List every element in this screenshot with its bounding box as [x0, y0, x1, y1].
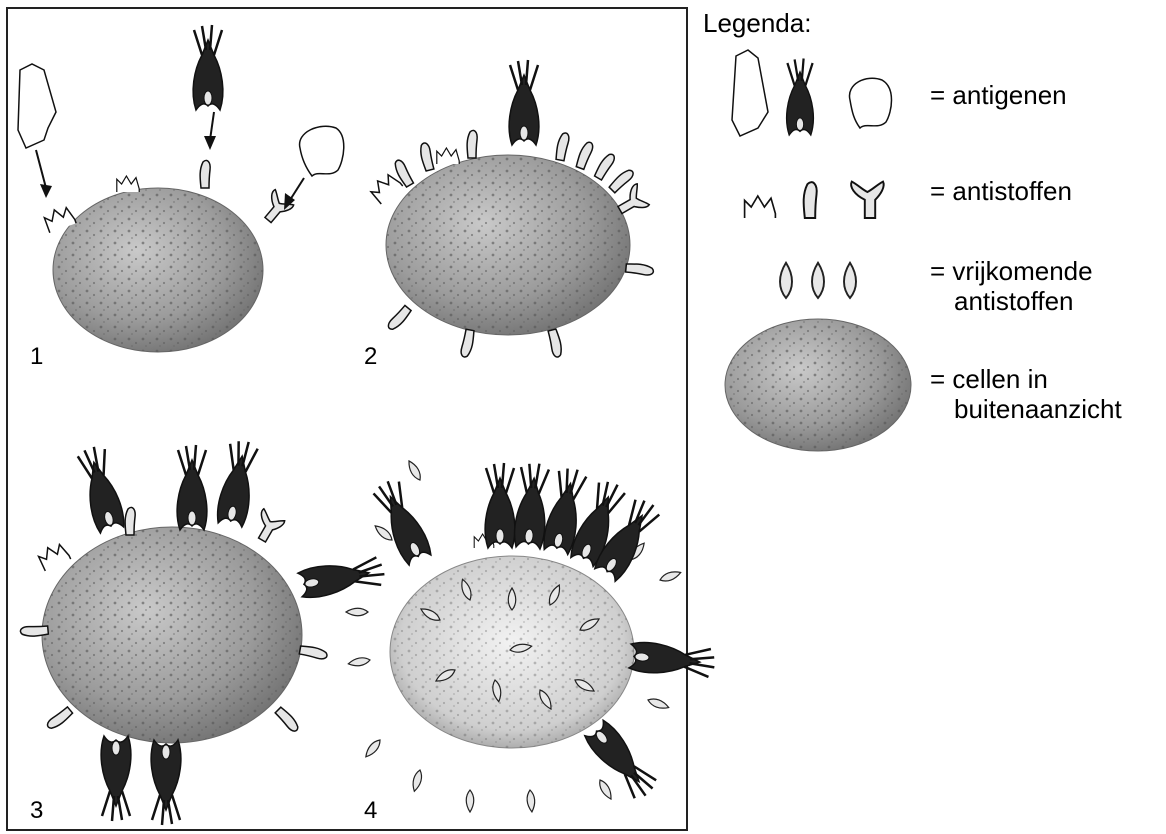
panel-2: 2	[364, 60, 654, 370]
antigen-dark	[151, 740, 181, 825]
antigen-dark	[509, 60, 539, 145]
antigen-light	[18, 64, 56, 148]
antibody-y-icon	[851, 182, 884, 218]
legend-cellen-line2: buitenaanzicht	[954, 394, 1122, 424]
antigen-dark	[177, 445, 207, 530]
released-antibody-icons	[780, 263, 856, 298]
released-antibody-icon	[844, 263, 856, 298]
antigen-dark	[215, 439, 259, 528]
antigen-dark	[485, 463, 515, 548]
panel-label-4: 4	[364, 797, 377, 824]
antibody-zigzag	[37, 541, 71, 571]
released-antibody-icon	[812, 263, 824, 298]
legend-title: Legenda:	[703, 8, 811, 38]
antigen-dark	[297, 556, 386, 600]
antigen-open	[300, 126, 344, 176]
panel-label-1: 1	[30, 343, 43, 370]
panel-3: 3	[20, 439, 386, 825]
antigen-dark-icon	[787, 58, 814, 135]
antibody-zigzag	[117, 176, 139, 192]
legend-vrijkomende-line1: = vrijkomende	[930, 256, 1093, 286]
antigen-dark	[629, 641, 716, 678]
antibody-y	[257, 189, 294, 227]
legend-vrijkomende-line2: antistoffen	[954, 286, 1074, 316]
antigen-light-icon	[732, 50, 768, 136]
panel-label-2: 2	[364, 343, 377, 370]
legend: Legenda: = antigenen = antistoffen = vri…	[703, 8, 1122, 451]
panel-label-3: 3	[30, 797, 43, 824]
cell-icon	[725, 319, 911, 451]
antigen-dark	[76, 444, 127, 534]
antibody-club-icon	[804, 182, 817, 218]
antibody-club	[200, 160, 210, 188]
legend-cellen-line1: = cellen in	[930, 364, 1048, 394]
antibody-zigzag	[368, 171, 402, 204]
antigen-icons	[732, 50, 892, 136]
antigen-dark	[583, 718, 660, 802]
panel-1: 1	[18, 25, 344, 370]
released-antibody-icon	[780, 263, 792, 298]
antigen-dark	[101, 736, 131, 821]
antibody-zigzag	[437, 148, 459, 164]
legend-antistoffen: = antistoffen	[930, 176, 1072, 206]
antibody-zigzag-icon	[745, 196, 776, 218]
antigen-open-icon	[849, 78, 891, 128]
antigen-dark	[193, 25, 223, 110]
panel-4: 4	[346, 459, 716, 824]
legend-antigenen: = antigenen	[930, 80, 1067, 110]
antigen-dark	[371, 477, 434, 567]
antibody-icons	[745, 182, 884, 218]
